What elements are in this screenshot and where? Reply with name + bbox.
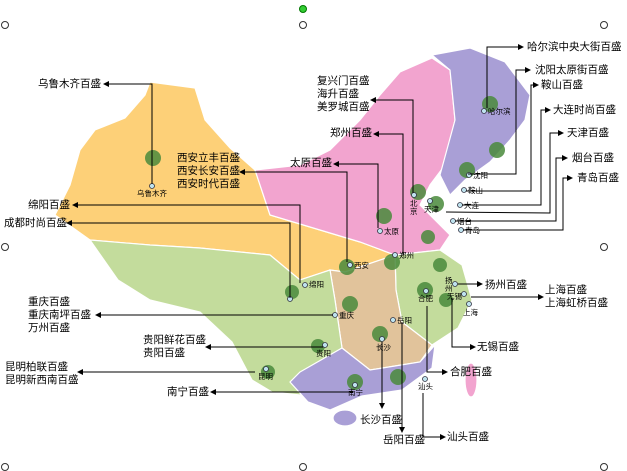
resize-handle-e[interactable] [600, 243, 608, 251]
city-taiyuan: 太原 [384, 227, 399, 236]
label-xian-3: 西安时代百盛 [177, 178, 240, 190]
label-beijing-1: 复兴门百盛 [317, 75, 370, 87]
resize-handle-sw[interactable] [1, 463, 9, 471]
resize-handle-s[interactable] [299, 463, 307, 471]
city-qingdao: 青岛 [465, 226, 480, 235]
label-xian-2: 西安长安百盛 [177, 165, 240, 177]
label-harbin: 哈尔滨中央大街百盛 [527, 41, 622, 53]
region-south [289, 343, 436, 411]
resize-handle-n[interactable] [299, 21, 307, 29]
city-yueyang: 岳阳 [397, 316, 412, 325]
label-yantai: 烟台百盛 [572, 152, 614, 164]
city-mianyang: 绵阳 [309, 280, 324, 289]
label-urumqi: 乌鲁木齐百盛 [38, 78, 101, 90]
label-kunming-2: 昆明新西南百盛 [5, 374, 79, 386]
city-shenyang: 沈阳 [473, 171, 488, 180]
label-wuxi: 无锡百盛 [477, 341, 519, 353]
label-shanghai-1: 上海百盛 [545, 284, 587, 296]
city-yangzhou: 扬州 [445, 276, 453, 293]
city-shanghai: 上海 [463, 308, 478, 317]
city-changsha: 长沙 [376, 343, 391, 352]
label-anshan: 鞍山百盛 [541, 79, 583, 91]
label-beijing-2: 海升百盛 [317, 88, 359, 100]
label-chongqing-1: 重庆百盛 [28, 296, 70, 308]
connector-lines [66, 44, 573, 440]
label-guiyang-2: 贵阳百盛 [143, 347, 185, 359]
label-zhengzhou: 郑州百盛 [330, 127, 372, 139]
label-shenyang: 沈阳太原街百盛 [535, 64, 609, 76]
resize-handle-ne[interactable] [600, 21, 608, 29]
resize-handle-w[interactable] [1, 243, 9, 251]
label-nanning: 南宁百盛 [167, 386, 209, 398]
city-nanning: 南宁 [348, 388, 363, 397]
city-harbin: 哈尔滨 [488, 107, 511, 116]
city-hefei: 合肥 [418, 294, 433, 303]
label-qingdao: 青岛百盛 [577, 172, 619, 184]
label-taiyuan: 太原百盛 [290, 157, 332, 169]
city-dalian: 大连 [464, 201, 479, 210]
label-guiyang-1: 贵阳鲜花百盛 [143, 334, 206, 346]
city-kunming: 昆明 [258, 372, 273, 381]
label-shanghai-2: 上海虹桥百盛 [545, 297, 608, 309]
city-tianjin: 天津 [424, 205, 439, 214]
label-beijing-3: 美罗城百盛 [317, 101, 370, 113]
region-hainan [332, 409, 358, 427]
label-yueyang: 岳阳百盛 [383, 434, 425, 446]
city-wuxi: 无锡 [447, 292, 462, 301]
city-dots [149, 108, 487, 388]
city-beijing: 北京 [410, 199, 418, 216]
label-chengdu: 成都时尚百盛 [4, 217, 67, 229]
resize-handle-se[interactable] [600, 463, 608, 471]
city-anshan: 鞍山 [468, 186, 483, 195]
city-urumqi: 乌鲁木齐 [137, 189, 167, 198]
label-kunming-1: 昆明柏联百盛 [5, 361, 68, 373]
label-mianyang: 绵阳百盛 [28, 199, 70, 211]
region-taiwan [464, 362, 478, 398]
city-yantai: 烟台 [457, 217, 472, 226]
label-hefei: 合肥百盛 [450, 366, 492, 378]
resize-handle-nw[interactable] [1, 21, 9, 29]
label-tianjin: 天津百盛 [567, 127, 609, 139]
region-northeast [430, 47, 531, 197]
label-chongqing-2: 重庆南坪百盛 [28, 309, 91, 321]
label-chongqing-3: 万州百盛 [28, 322, 70, 334]
label-yangzhou: 扬州百盛 [485, 279, 527, 291]
city-guiyang: 贵阳 [316, 349, 331, 358]
city-shantou: 汕头 [418, 382, 433, 391]
label-changsha: 长沙百盛 [360, 414, 402, 426]
label-dalian: 大连时尚百盛 [553, 104, 616, 116]
city-xian: 西安 [354, 261, 369, 270]
city-zhengzhou: 郑州 [399, 251, 414, 260]
city-chongqing: 重庆 [339, 311, 354, 320]
label-xian-1: 西安立丰百盛 [177, 152, 240, 164]
rotate-handle[interactable] [299, 5, 307, 13]
label-shantou: 汕头百盛 [447, 431, 489, 443]
